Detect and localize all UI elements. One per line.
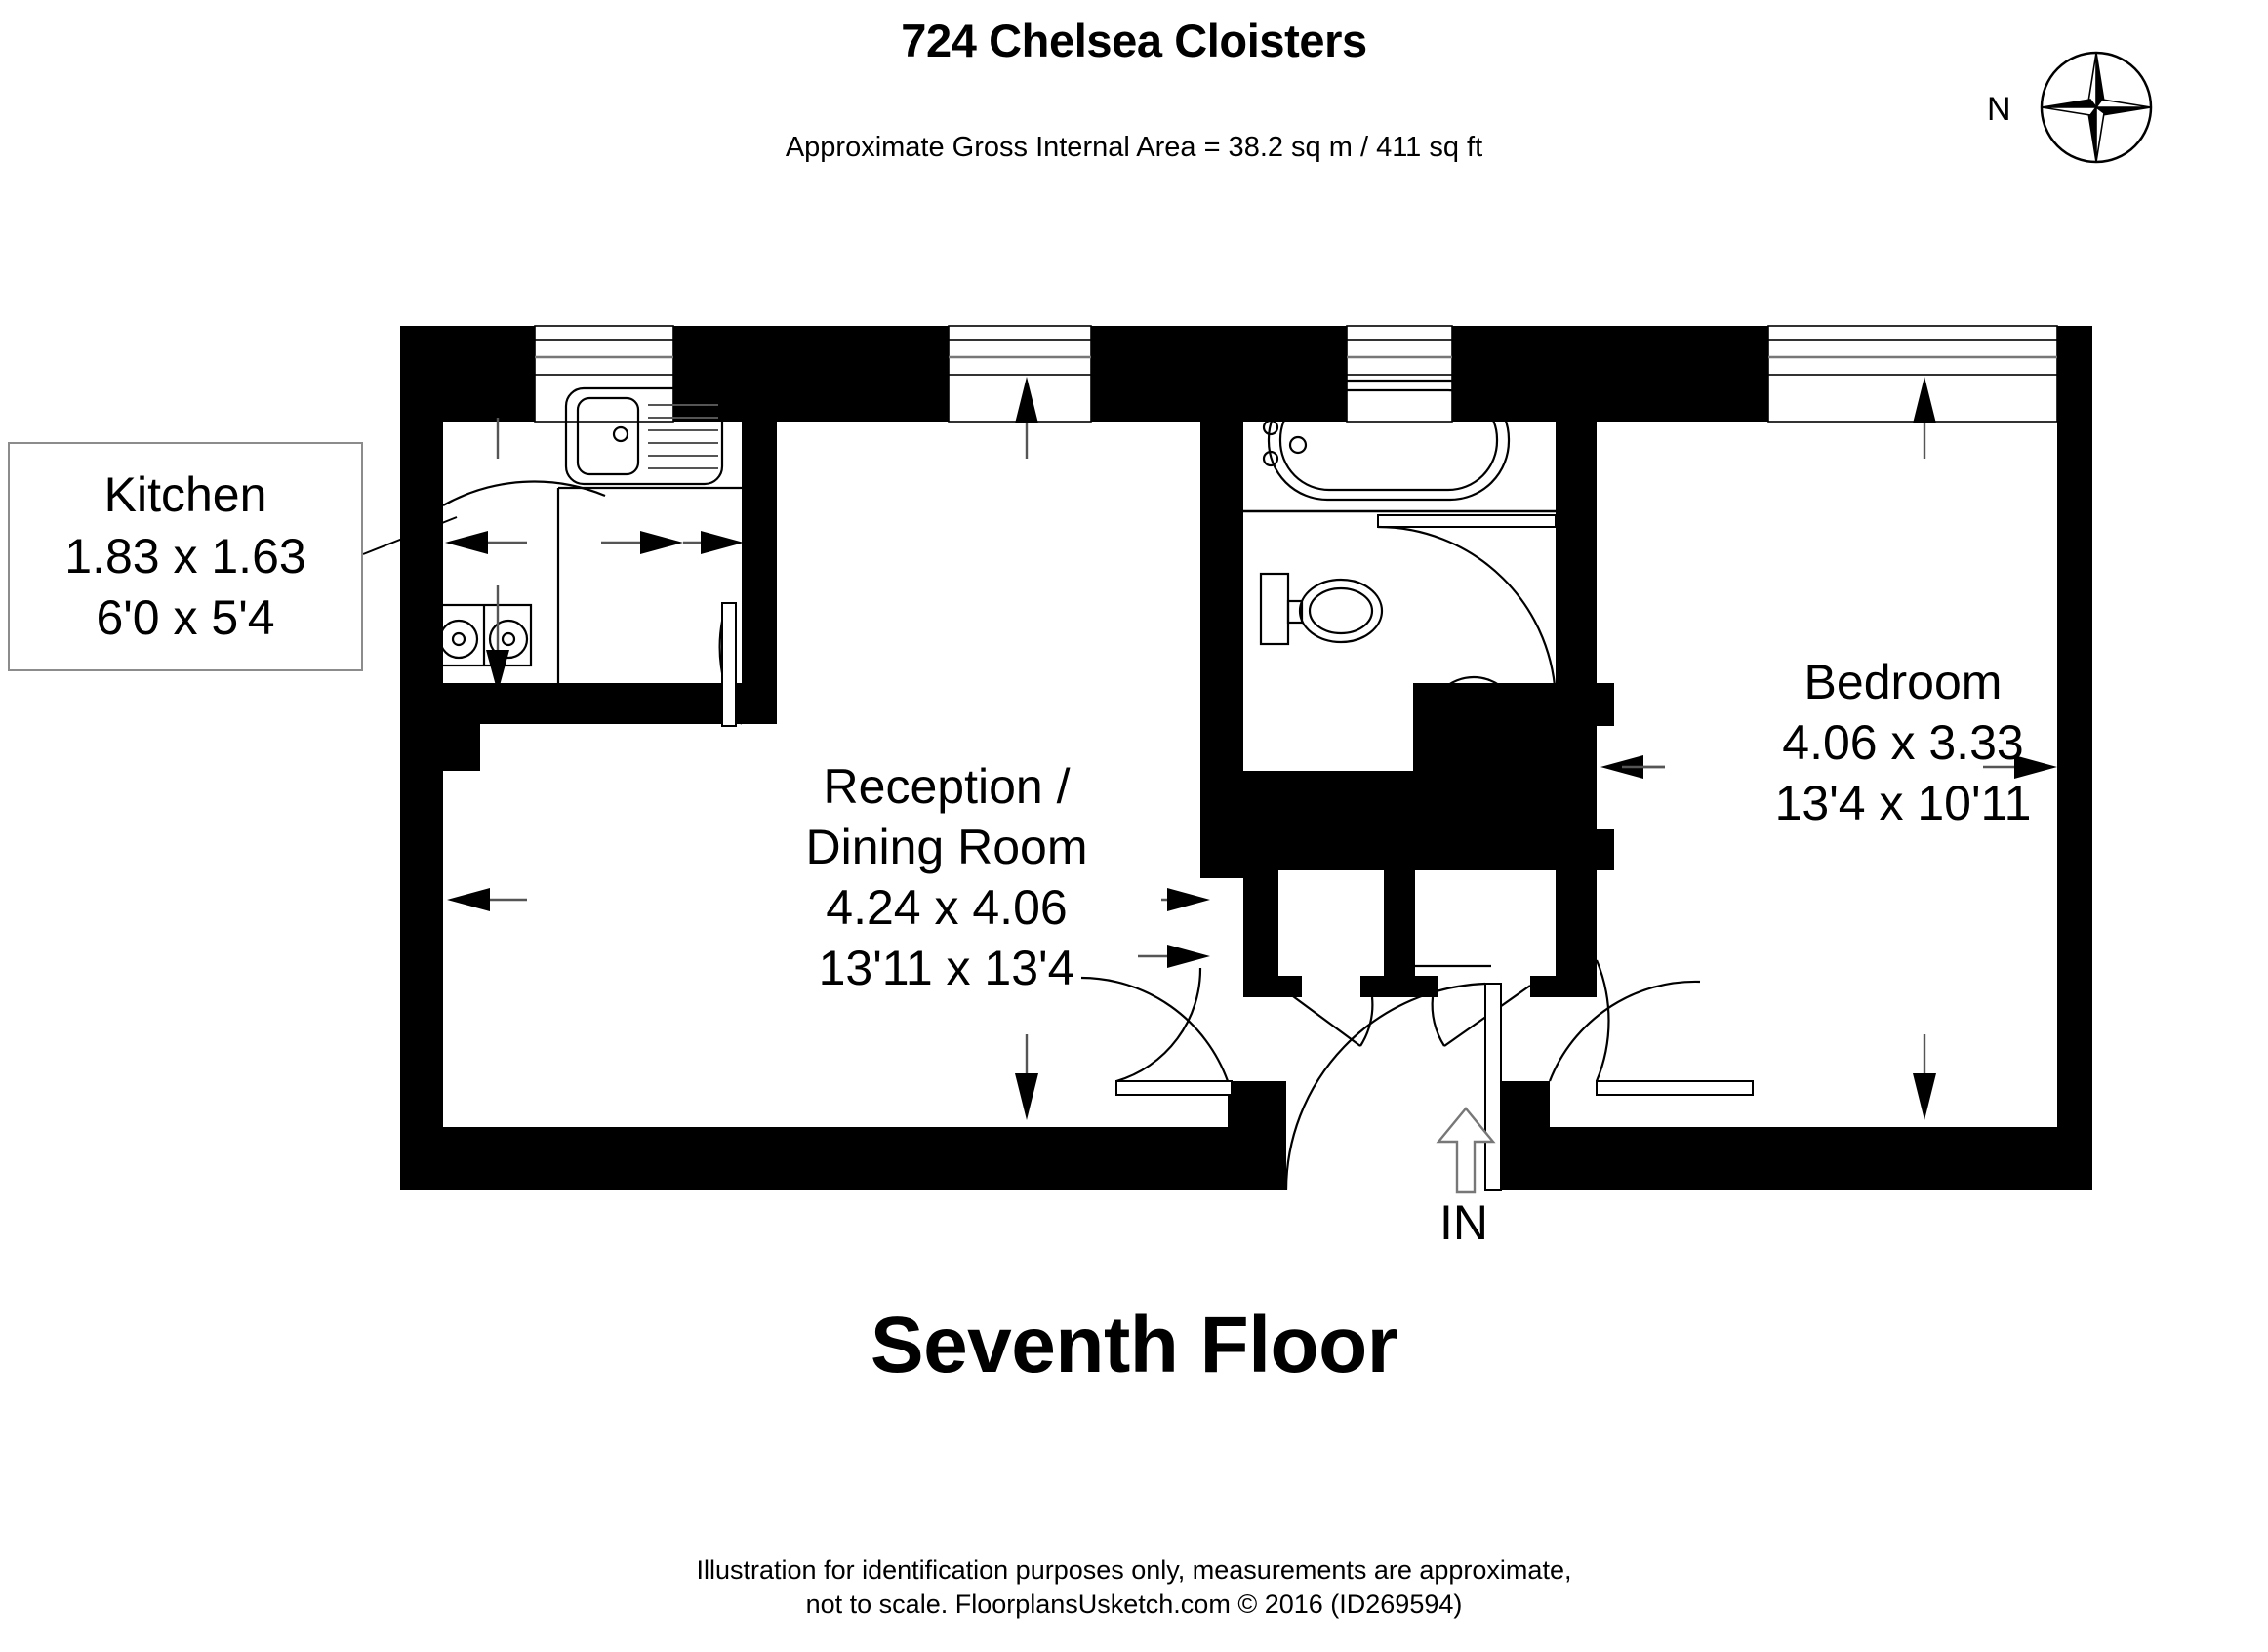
bathroom-door	[1377, 514, 1558, 704]
kitchen-label-imperial: 6'0 x 5'4	[96, 590, 275, 645]
dim-reception-horizontal-left	[447, 888, 527, 911]
basin-icon	[1427, 675, 1520, 773]
reception-label-name-line2: Dining Room	[805, 820, 1088, 874]
page-title: 724 Chelsea Cloisters	[901, 15, 1367, 66]
reception-door	[1115, 967, 1233, 1096]
bedroom-door	[1595, 959, 1754, 1096]
dim-kitchen-horizontal-left	[445, 531, 527, 554]
kitchen-label-name: Kitchen	[103, 467, 267, 522]
reception-label-metric: 4.24 x 4.06	[826, 880, 1068, 935]
compass-rose-icon	[2040, 51, 2153, 164]
compass-north-label: N	[1987, 91, 2011, 128]
dim-kitchen-vertical	[486, 377, 509, 459]
entrance-arrow-icon	[1436, 1107, 1496, 1194]
walls	[400, 326, 2092, 1190]
dim-bedroom-horizontal-right	[1983, 755, 2057, 779]
reception-label-imperial: 13'11 x 13'4	[818, 941, 1075, 995]
dim-reception-vertical-bottom	[1015, 1034, 1038, 1120]
window-kitchen	[534, 325, 674, 423]
dim-kitchen-horizontal-right2	[683, 531, 744, 554]
dim-reception-vertical-top	[1015, 377, 1038, 459]
window-bedroom	[1767, 325, 2058, 423]
reception-label-name-line1: Reception /	[823, 759, 1071, 814]
disclaimer-line-1: Illustration for identification purposes…	[696, 1555, 1572, 1585]
kitchen-label-metric: 1.83 x 1.63	[64, 529, 306, 584]
disclaimer-line-2: not to scale. FloorplansUsketch.com © 20…	[805, 1590, 1463, 1619]
cupboard-door-right	[1431, 985, 1531, 1047]
kitchen-fixtures	[435, 386, 743, 727]
kitchen-callout-leader-line	[362, 516, 458, 555]
reception-room-label: Reception / Dining Room 4.24 x 4.06 13'1…	[644, 756, 1249, 998]
kitchen-callout-box: Kitchen 1.83 x 1.63 6'0 x 5'4	[8, 442, 363, 671]
dim-hall-left	[1138, 945, 1210, 968]
dim-bedroom-vertical-top	[1913, 377, 1936, 459]
toilet-icon	[1259, 572, 1384, 646]
floor-label: Seventh Floor	[870, 1301, 1398, 1390]
bedroom-label: Bedroom 4.06 x 3.33 13'4 x 10'11	[1659, 652, 2147, 833]
compass-rose: N	[1987, 47, 2172, 174]
dim-kitchen-vertical-down	[486, 585, 509, 693]
dim-reception-horizontal-right	[1161, 888, 1210, 911]
dimension-arrows	[445, 377, 2057, 1120]
bedroom-label-metric: 4.06 x 3.33	[1782, 715, 2024, 770]
gross-internal-area-subtitle: Approximate Gross Internal Area = 38.2 s…	[785, 132, 1483, 163]
hob-icon	[435, 603, 533, 667]
hallway-cupboard-doors	[1277, 964, 1531, 1047]
disclaimer-footer: Illustration for identification purposes…	[0, 1553, 2268, 1622]
dim-kitchen-horizontal-right	[601, 531, 683, 554]
kitchen-opening-arc	[442, 480, 606, 506]
bathtub-icon	[1262, 379, 1511, 502]
window-bathroom	[1346, 325, 1453, 423]
dim-bedroom-vertical-bottom	[1913, 1034, 1936, 1120]
kitchen-door	[718, 602, 743, 727]
bedroom-label-imperial: 13'4 x 10'11	[1774, 776, 2032, 830]
bathroom-fixtures	[1243, 379, 1558, 773]
window-reception	[948, 325, 1092, 423]
bedroom-label-name: Bedroom	[1803, 655, 2003, 709]
entrance-label: IN	[1439, 1195, 1488, 1250]
sink-icon	[564, 386, 724, 486]
